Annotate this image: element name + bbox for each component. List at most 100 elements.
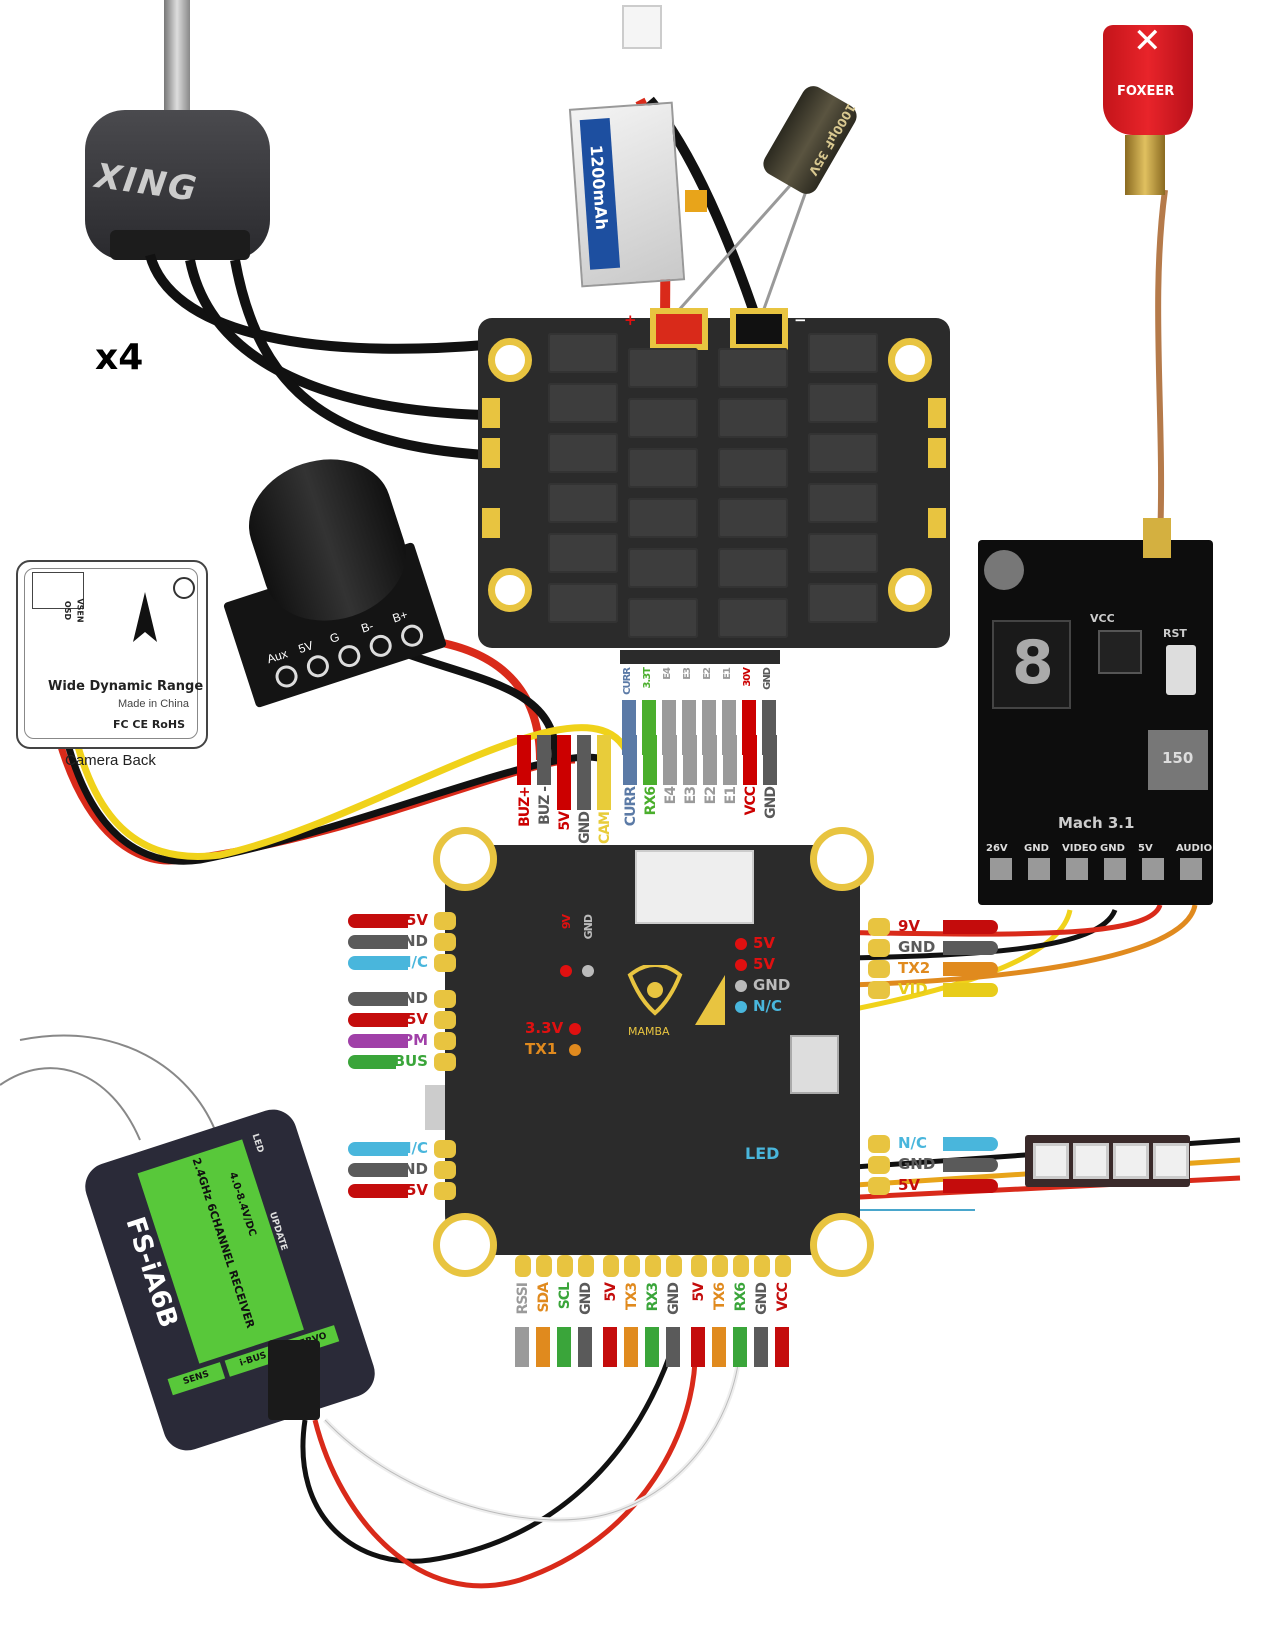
fc-inner-label: 3.3V [525, 1019, 564, 1037]
connector-pin [703, 735, 717, 785]
solder-pad [868, 960, 890, 978]
solder-pad [868, 1177, 890, 1195]
connector-pin [623, 735, 637, 785]
esc-top-pin-label: CURR [622, 668, 633, 695]
vtx-reset-button[interactable] [1166, 645, 1196, 695]
pin-label: GND [898, 938, 936, 956]
indicator-dot [735, 959, 747, 971]
solder-pad [868, 918, 890, 936]
foxeer-x-icon: ✕ [1133, 21, 1162, 61]
solder-pad [754, 1255, 770, 1277]
boot-button[interactable] [425, 1085, 445, 1130]
buzzer-pin-label: B+ [390, 607, 410, 626]
vtx-pin-label: 5V [1138, 843, 1153, 854]
pin-wire-tab [348, 1163, 408, 1177]
vtx-pad [990, 858, 1012, 880]
solder-pad [733, 1255, 749, 1277]
capacitor-leg-1 [668, 179, 797, 321]
pin-wire-tab [348, 1184, 408, 1198]
esc-mount-hole [488, 568, 532, 612]
pin-wire-tab [645, 1327, 659, 1367]
pin-label: SBUS [382, 1052, 428, 1070]
pin-wire-tab [348, 992, 408, 1006]
pin-wire-tab [348, 1034, 408, 1048]
connector-pin-label: BUZ - [537, 787, 553, 825]
connector-pin [557, 735, 571, 810]
esc-top-pin-label: 30V [742, 668, 753, 687]
pin-wire-tab [943, 920, 998, 934]
solder-pad [712, 1255, 728, 1277]
fc-mount-hole [810, 827, 874, 891]
buzzer-black-wire [408, 651, 560, 761]
buzzer-pin-hole [272, 662, 301, 691]
vtx-pad [1104, 858, 1126, 880]
fc-jst-connector [635, 850, 754, 924]
camera-text-made: Made in China [118, 698, 189, 710]
connector-pin [723, 735, 737, 785]
motor-wire-2 [185, 259, 486, 420]
vtx-power-wire [819, 903, 1163, 937]
fc-inner-label: GND [753, 976, 791, 994]
pin-wire-tab [624, 1327, 638, 1367]
fc-brand: MAMBA [628, 1025, 670, 1038]
connector-pin-label: RX6 [643, 787, 659, 816]
pin-label: VID [898, 980, 928, 998]
usb-port[interactable] [790, 1035, 839, 1094]
pin-label: TX6 [712, 1283, 728, 1311]
esc-plus-label: + [624, 311, 637, 329]
receiver-port-label: SENS [167, 1362, 226, 1396]
buzzer-pin-label: 5V [296, 638, 315, 657]
solder-pad [645, 1255, 661, 1277]
pin-label: TX2 [898, 959, 931, 977]
pin-label: VCC [775, 1283, 791, 1312]
camera-connector [32, 572, 84, 609]
connector-pin-label: E2 [703, 787, 719, 805]
camera-yellow-wire [56, 579, 634, 860]
vtx-pin-label: 26V [986, 843, 1008, 854]
buzzer-pin-hole [335, 642, 364, 670]
pin-label: 5V [691, 1283, 707, 1302]
esc-positive-pad [650, 308, 708, 350]
pin-label: 5V [603, 1283, 619, 1302]
motor-shaft [164, 0, 190, 120]
pin-wire-tab [712, 1327, 726, 1367]
camera-text-wdr: Wide Dynamic Range [48, 679, 204, 694]
pin-wire-tab [515, 1327, 529, 1367]
vtx-pad [1028, 858, 1050, 880]
solder-pad [666, 1255, 682, 1277]
antenna-sma [1125, 135, 1165, 195]
pin-label: SCL [557, 1283, 573, 1310]
vtx-pad [1142, 858, 1164, 880]
esc-top-connector [620, 650, 780, 664]
vtx-rst-label: RST [1163, 627, 1187, 640]
buzzer-pin-label: B- [359, 618, 376, 636]
esc-top-pin-label: E3 [682, 668, 693, 680]
vtx-model: Mach 3.1 [1058, 814, 1135, 832]
pin-wire-tab [348, 1142, 408, 1156]
esc-motor-pad [928, 398, 946, 428]
buzzer-pin-label: Aux [265, 646, 290, 667]
pin-label: GND [898, 1155, 936, 1173]
connector-pin-label: CAM [597, 812, 613, 845]
indicator-dot [569, 1023, 581, 1035]
solder-pad [775, 1255, 791, 1277]
pin-wire-tab [578, 1327, 592, 1367]
motor-wire-3 [230, 259, 486, 460]
pin-label: 5V [405, 911, 428, 929]
pin-wire-tab [348, 935, 408, 949]
solder-pad [434, 1161, 456, 1179]
connector-pin-label: VCC [743, 787, 759, 816]
connector-pin-label: E4 [663, 787, 679, 805]
pin-wire-tab [943, 1137, 998, 1151]
esc-motor-pad [928, 438, 946, 468]
vtx-ufl-connector [1143, 518, 1171, 558]
xt30-connector [685, 190, 707, 212]
pin-label: 5V [898, 1176, 921, 1194]
fc-mount-hole [810, 1213, 874, 1277]
